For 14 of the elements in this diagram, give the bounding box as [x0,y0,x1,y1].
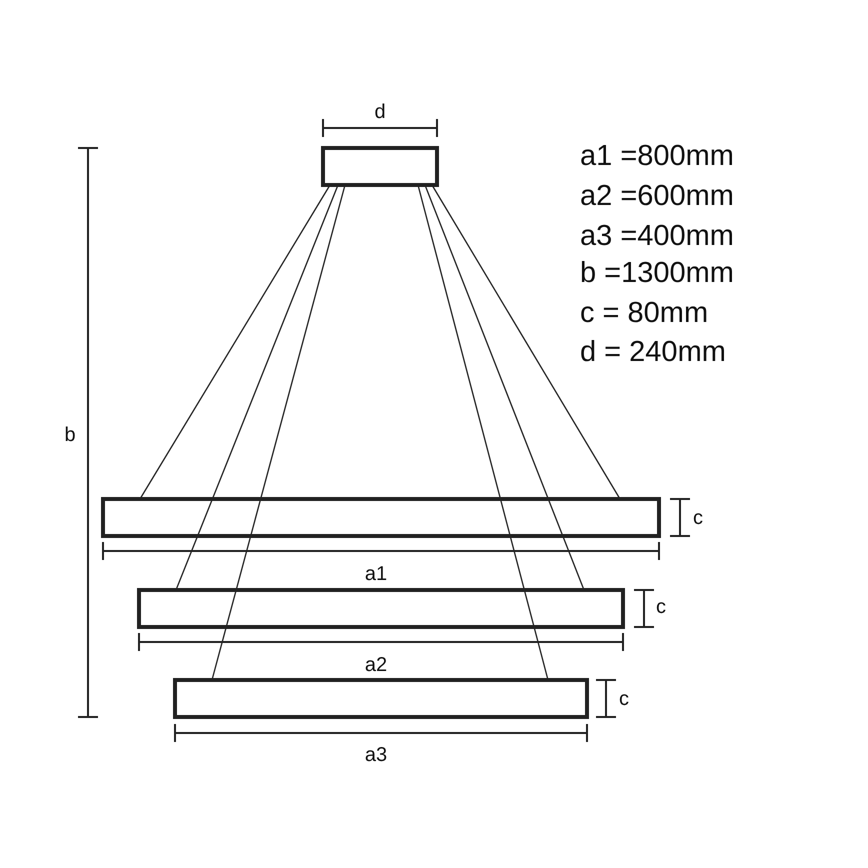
dimension-value: c = 80mm [580,299,708,328]
dimension-label: d [374,102,386,122]
dimension-label: c [619,689,629,709]
dimension-value: a3 =400mm [580,222,734,251]
dimension-label: a1 [364,564,388,584]
dimension-label: c [656,597,666,617]
dimension-value: a1 =800mm [580,142,734,171]
dimension-label: b [64,425,76,445]
dimension-value: d = 240mm [580,338,726,367]
dimension-value: a2 =600mm [580,182,734,211]
dimension-label: a2 [364,655,388,675]
dimension-value: b =1300mm [580,259,734,288]
dimension-label: a3 [364,745,388,765]
dimension-label: c [693,508,703,528]
